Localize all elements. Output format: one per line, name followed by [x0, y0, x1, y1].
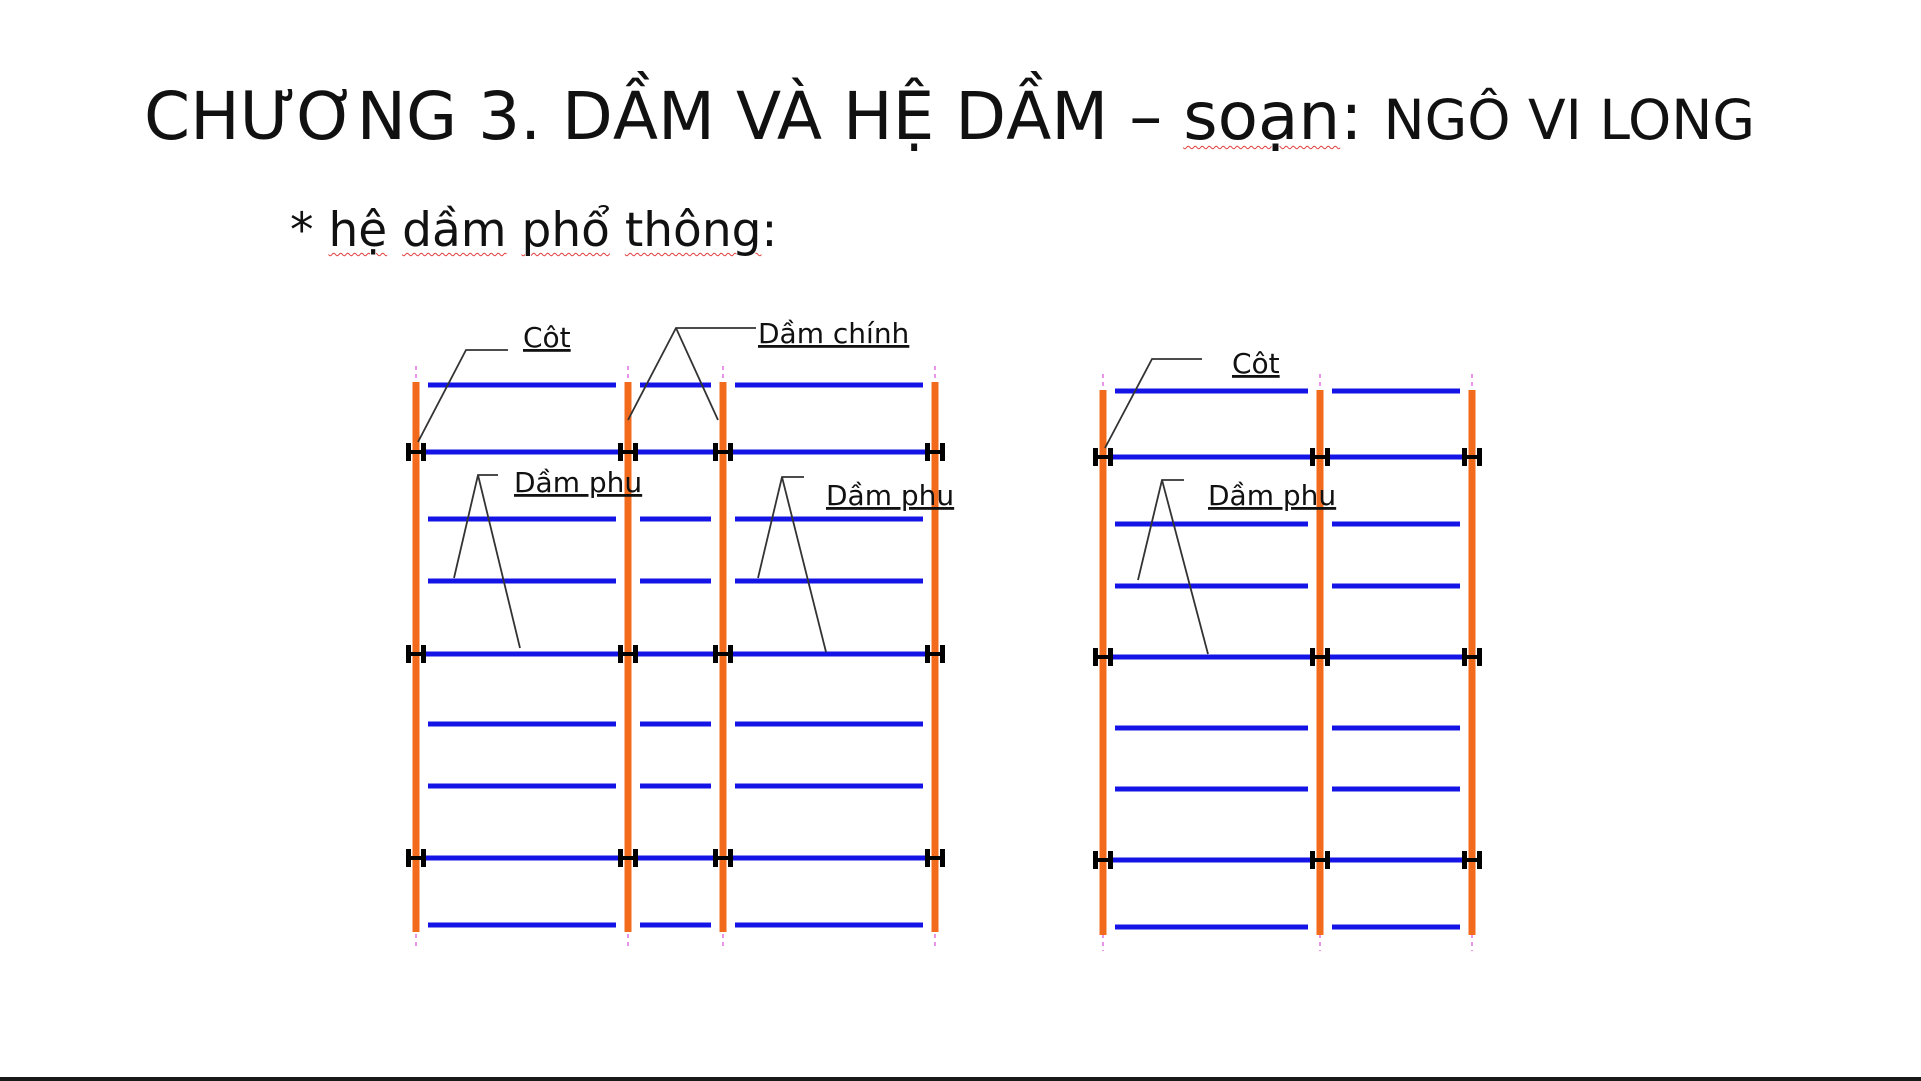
leader-line-9	[1162, 480, 1208, 654]
left-connector-web	[925, 856, 945, 860]
leader-line-4	[478, 475, 520, 648]
right-connector-web	[1310, 455, 1330, 459]
left-connector-web	[618, 856, 638, 860]
left-connector-web	[406, 652, 426, 656]
label-cot-left: Côt	[523, 321, 571, 354]
right-connector-web	[1093, 455, 1113, 459]
leader-line-2	[676, 328, 718, 420]
left-connector-web	[713, 450, 733, 454]
right-connector-web	[1093, 858, 1113, 862]
label-cot-right: Côt	[1232, 347, 1280, 380]
leader-line-6	[782, 477, 826, 652]
leader-line-0	[418, 350, 508, 442]
label-dam-chinh: Dầm chính	[758, 317, 909, 350]
left-connector-web	[406, 450, 426, 454]
leader-line-1	[628, 328, 756, 420]
left-connector-web	[618, 450, 638, 454]
leader-line-7	[1105, 359, 1202, 448]
leader-line-8	[1138, 480, 1184, 580]
right-connector-web	[1093, 655, 1113, 659]
right-connector-web	[1310, 655, 1330, 659]
left-connector-web	[713, 652, 733, 656]
left-connector-web	[406, 856, 426, 860]
left-connector-web	[713, 856, 733, 860]
right-connector-web	[1462, 858, 1482, 862]
label-dam-phu-left-2: Dầm phu	[826, 479, 954, 512]
right-connector-web	[1462, 455, 1482, 459]
left-connector-web	[618, 652, 638, 656]
label-dam-phu-right: Dầm phu	[1208, 479, 1336, 512]
leader-line-5	[758, 477, 804, 578]
bottom-border	[0, 1077, 1921, 1081]
left-connector-web	[925, 652, 945, 656]
label-dam-phu-left-1: Dầm phu	[514, 466, 642, 499]
right-connector-web	[1310, 858, 1330, 862]
left-connector-web	[925, 450, 945, 454]
right-connector-web	[1462, 655, 1482, 659]
